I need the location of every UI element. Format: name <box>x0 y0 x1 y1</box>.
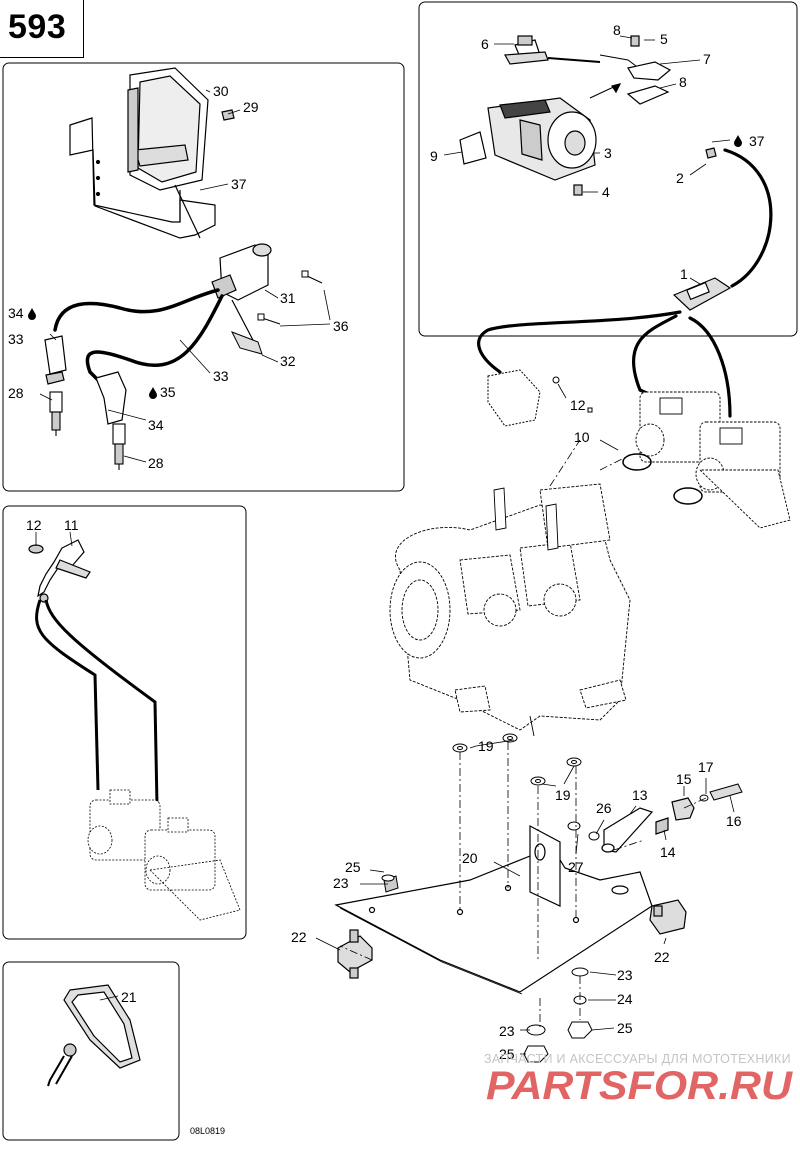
harness-sensor <box>28 539 91 603</box>
watermark-caption: ЗАПЧАСТИ И АКСЕССУАРЫ ДЛЯ МОТОТЕХНИКИ <box>484 1052 791 1066</box>
callout-label: 32 <box>280 353 296 369</box>
callout-label: 2 <box>676 170 684 186</box>
callout-labels: 30 29 37 31 36 32 33 34 33 35 28 34 28 6… <box>8 22 765 1062</box>
sensor-cable <box>477 148 773 418</box>
mount-plate <box>334 825 653 995</box>
callout-label: 1 <box>680 266 688 282</box>
callout-label: 6 <box>481 36 489 52</box>
callout-label: 8 <box>679 74 687 90</box>
callout-label: 23 <box>499 1023 515 1039</box>
callout-label: 10 <box>574 429 590 445</box>
callout-label: 17 <box>698 759 714 775</box>
coil-screws <box>230 270 323 355</box>
page-number: 593 <box>8 8 67 46</box>
ignition-panel <box>2 62 405 492</box>
callout-label: 20 <box>462 850 478 866</box>
watermark-logo: PARTSFOR.RU <box>486 1064 793 1108</box>
callout-label: 9 <box>430 148 438 164</box>
fasteners <box>381 407 743 1063</box>
mount-brackets <box>601 807 669 853</box>
callout-label: 15 <box>676 771 692 787</box>
high-tension-wires <box>53 288 224 384</box>
ignition-coil <box>211 243 272 343</box>
harness-carburetors <box>87 789 241 921</box>
sensor-bracket <box>487 369 560 427</box>
callout-label: 25 <box>499 1046 515 1062</box>
main-carburetors <box>635 391 791 529</box>
callout-label: 23 <box>333 875 349 891</box>
callout-label: 29 <box>243 99 259 115</box>
callout-label: 36 <box>333 318 349 334</box>
callout-label: 33 <box>213 368 229 384</box>
oil-drop-icon <box>734 135 742 147</box>
cover-part <box>47 984 141 1087</box>
engine-block <box>389 483 631 737</box>
callout-label: 12 <box>26 517 42 533</box>
callout-label: 22 <box>654 949 670 965</box>
callout-label: 5 <box>660 31 668 47</box>
sensor-harness-panel <box>2 505 247 940</box>
sensor-connector <box>672 147 732 311</box>
page-number-box: 593 <box>0 0 84 58</box>
cover-panel <box>2 961 180 1141</box>
harness-wires <box>35 599 159 806</box>
callout-label: 4 <box>602 184 610 200</box>
callout-label: 14 <box>660 844 676 860</box>
callout-label: 27 <box>568 859 584 875</box>
callout-label: 35 <box>160 384 176 400</box>
callout-label: 3 <box>604 145 612 161</box>
main-leaders <box>315 383 735 1055</box>
callout-label: 26 <box>596 800 612 816</box>
callout-label: 24 <box>617 991 633 1007</box>
watermark-logo-text: PARTSFOR.RU <box>486 1064 793 1108</box>
callout-label: 12 <box>570 397 586 413</box>
plug-caps <box>44 335 127 425</box>
oil-drop-icon <box>149 387 157 399</box>
callout-label: 13 <box>632 787 648 803</box>
callout-label: 31 <box>280 290 296 306</box>
callout-label: 30 <box>213 83 229 99</box>
callout-label: 8 <box>613 22 621 38</box>
callout-label: 25 <box>345 859 361 875</box>
callout-label: 34 <box>8 305 24 321</box>
panel2-leaders <box>443 35 731 285</box>
carburetor-clamps <box>622 453 703 505</box>
callout-label: 11 <box>64 517 79 533</box>
callout-label: 16 <box>726 813 742 829</box>
centerlines <box>339 439 707 1028</box>
callout-label: 23 <box>617 967 633 983</box>
ignition-box <box>69 67 235 239</box>
callout-label: 19 <box>555 787 571 803</box>
callout-label: 37 <box>231 176 247 192</box>
oil-drop-icon <box>28 308 36 320</box>
callout-label: 21 <box>121 989 137 1005</box>
callout-label: 19 <box>478 738 494 754</box>
tps-sensor <box>504 35 672 105</box>
callout-label: 28 <box>148 455 164 471</box>
callout-label: 34 <box>148 417 164 433</box>
callout-label: 33 <box>8 331 24 347</box>
callout-label: 22 <box>291 929 307 945</box>
panel3-leaders <box>35 531 73 547</box>
throttle-body <box>459 83 622 196</box>
callout-label: 25 <box>617 1020 633 1036</box>
callout-label: 37 <box>749 133 765 149</box>
drawing-code: 08L0819 <box>190 1126 226 1136</box>
spark-plugs <box>49 391 126 470</box>
callout-label: 28 <box>8 385 24 401</box>
panel1-leaders <box>39 89 331 463</box>
throttle-sensor-panel <box>418 1 798 337</box>
callout-label: 7 <box>703 51 711 67</box>
